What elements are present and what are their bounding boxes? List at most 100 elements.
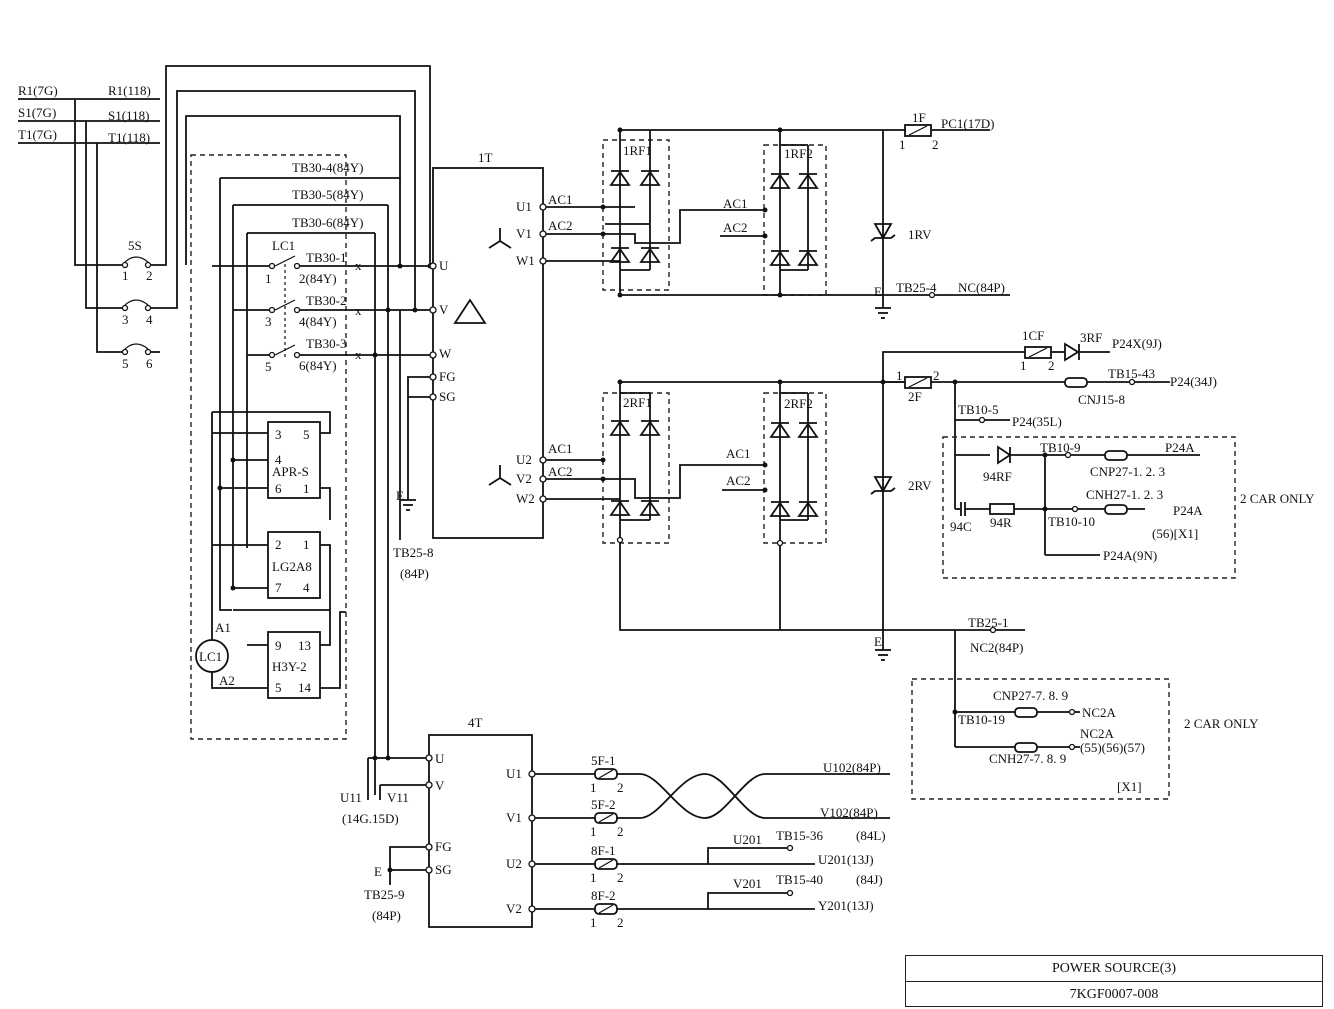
pin-label: 2 bbox=[932, 137, 939, 152]
pin-label: 6 bbox=[146, 356, 153, 371]
relay-apr-s: APR-S 3 5 4 6 1 bbox=[212, 411, 331, 520]
pin-label: 1 bbox=[590, 915, 597, 930]
pin-label: 7 bbox=[275, 580, 282, 595]
two-car-box-nc2: CNP27-7. 8. 9 NC2A TB10-19 NC2A (55)(56)… bbox=[911, 630, 1259, 800]
pin-label: U1 bbox=[516, 199, 532, 214]
input-r1: R1(7G) bbox=[18, 83, 58, 98]
rectifier-label: 1RF2 bbox=[784, 146, 813, 161]
coil-a2: A2 bbox=[219, 673, 235, 688]
tb30-1-sub: 2(84Y) bbox=[299, 271, 337, 286]
relay-h3y-2: H3Y-2 9 13 5 14 bbox=[211, 609, 346, 699]
pin-label: U bbox=[439, 258, 449, 273]
x1-ref: (56)[X1] bbox=[1152, 526, 1198, 541]
rectifier-label: 1RF1 bbox=[623, 143, 652, 158]
ac1-label: AC1 bbox=[548, 441, 573, 456]
p24-34j: P24(34J) bbox=[1170, 374, 1217, 389]
earth-label: E bbox=[374, 864, 382, 879]
pin-label: 4 bbox=[303, 580, 310, 595]
pin-label: 2 bbox=[146, 268, 153, 283]
relay-label: LG2A8 bbox=[272, 559, 312, 574]
pin-label: U2 bbox=[516, 452, 532, 467]
relay-lg2a8: LG2A8 2 1 7 4 bbox=[212, 531, 331, 610]
title-block: POWER SOURCE(3) 7KGF0007-008 bbox=[905, 955, 1323, 1007]
pin-label: 3 bbox=[122, 312, 129, 327]
r94-label: 94R bbox=[990, 515, 1012, 530]
fuse-2f-label: 2F bbox=[908, 389, 922, 404]
pin-label: V bbox=[439, 302, 449, 317]
pin-label: 1 bbox=[303, 481, 310, 496]
tb15-36: TB15-36 bbox=[776, 828, 823, 843]
pin-label: 1 bbox=[590, 870, 597, 885]
rf94-label: 94RF bbox=[983, 469, 1012, 484]
pin-label: 14 bbox=[298, 680, 312, 695]
tb10-10: TB10-10 bbox=[1048, 514, 1095, 529]
earth-label: E bbox=[874, 634, 882, 649]
tb10-9: TB10-9 bbox=[1040, 440, 1080, 455]
tb30-6: TB30-6(84Y) bbox=[292, 215, 364, 230]
relay-label: APR-S bbox=[272, 464, 309, 479]
coil-a1: A1 bbox=[215, 620, 231, 635]
tb25-4: TB25-4 bbox=[896, 280, 937, 295]
pin-label: 1 bbox=[896, 368, 903, 383]
pin-label: 1 bbox=[265, 271, 272, 286]
transformer-1t: 1T U V W FG SG E U1 V1 W1 U2 V2 W2 bbox=[393, 150, 547, 581]
rv1-label: 1RV bbox=[908, 227, 932, 242]
pin-label: SG bbox=[435, 862, 452, 877]
nc-84p: NC(84P) bbox=[958, 280, 1005, 295]
v102-output: V102(84P) bbox=[820, 805, 878, 820]
v11-label: V11 bbox=[387, 790, 409, 805]
svg-text:x: x bbox=[355, 347, 362, 362]
two-car-box-p24a: 94RF TB10-9 P24A CNP27-1. 2. 3 CNH27-1. … bbox=[942, 436, 1315, 579]
transformer-4t: 4T U V FG SG U1 V1 U2 V2 U11 V11 (14G.15… bbox=[340, 310, 536, 928]
u11-v11-ref: (14G.15D) bbox=[342, 811, 399, 826]
drawing-number: 7KGF0007-008 bbox=[906, 981, 1322, 1006]
tb30-2-sub: 4(84Y) bbox=[299, 314, 337, 329]
fuse-5f-1-label: 5F-1 bbox=[591, 753, 616, 768]
c94-label: 94C bbox=[950, 519, 972, 534]
output-s1: S1(118) bbox=[108, 108, 149, 123]
ac1-label: AC1 bbox=[726, 446, 751, 461]
rf3-label: 3RF bbox=[1080, 330, 1102, 345]
pin-label: 2 bbox=[617, 870, 624, 885]
fuse-5f-2-label: 5F-2 bbox=[591, 797, 616, 812]
p24-35l: P24(35L) bbox=[1012, 414, 1062, 429]
p24a-label: P24A bbox=[1165, 440, 1195, 455]
pin-label: 3 bbox=[275, 427, 282, 442]
tb30-3-sub: 6(84Y) bbox=[299, 358, 337, 373]
pin-label: U bbox=[435, 751, 445, 766]
input-s1: S1(7G) bbox=[18, 105, 56, 120]
pin-label: 2 bbox=[933, 368, 940, 383]
ref-84j: (84J) bbox=[856, 872, 883, 887]
pin-label: U1 bbox=[506, 766, 522, 781]
p24x-output: P24X(9J) bbox=[1112, 336, 1162, 351]
pin-label: 5 bbox=[265, 359, 272, 374]
pin-label: 5 bbox=[303, 427, 310, 442]
tb15-43: TB15-43 bbox=[1108, 366, 1155, 381]
two-car-only-label: 2 CAR ONLY bbox=[1240, 491, 1315, 506]
fuse-8f-1-label: 8F-1 bbox=[591, 843, 616, 858]
v201-label: V201 bbox=[733, 876, 762, 891]
breaker-5s: 5S 1 2 3 4 5 6 bbox=[121, 65, 431, 371]
tb30-2: TB30-2 bbox=[306, 293, 346, 308]
p24a-label-2: P24A bbox=[1173, 503, 1203, 518]
cnh27-789: CNH27-7. 8. 9 bbox=[989, 751, 1066, 766]
input-lines: R1(7G) S1(7G) T1(7G) R1(118) S1(118) T1(… bbox=[18, 83, 160, 353]
ac1-label: AC1 bbox=[723, 196, 748, 211]
nc2a-label-2: NC2A bbox=[1080, 726, 1115, 741]
upper-output: 1F 1 2 PC1(17D) 1RV E TB25-4 NC(84P) bbox=[870, 110, 1010, 319]
pin-label: 1 bbox=[590, 824, 597, 839]
ac2-label: AC2 bbox=[548, 218, 573, 233]
pin-label: SG bbox=[439, 389, 456, 404]
pin-label: V2 bbox=[516, 471, 532, 486]
ac2-label: AC2 bbox=[726, 473, 751, 488]
earth-label: E bbox=[874, 284, 882, 299]
tb25-9-sub: (84P) bbox=[372, 908, 401, 923]
pin-label: FG bbox=[435, 839, 452, 854]
svg-text:x: x bbox=[355, 303, 362, 318]
pin-label: 6 bbox=[275, 481, 282, 496]
tb25-1: TB25-1 bbox=[968, 615, 1008, 630]
pin-label: 2 bbox=[1048, 358, 1055, 373]
pin-label: 4 bbox=[146, 312, 153, 327]
pin-label: W1 bbox=[516, 253, 535, 268]
tb25-8-sub: (84P) bbox=[400, 566, 429, 581]
